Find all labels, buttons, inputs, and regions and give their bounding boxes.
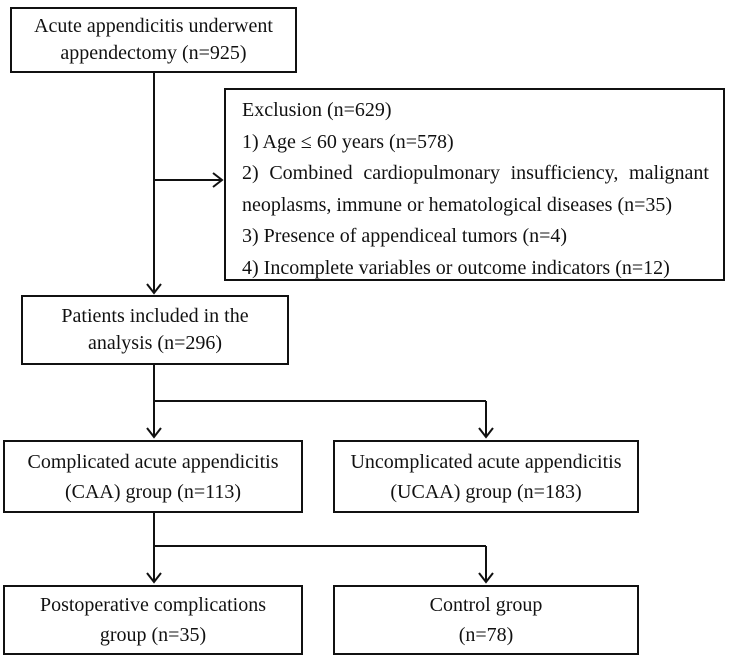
node-appendectomy-line1: Acute appendicitis underwent xyxy=(34,15,273,37)
node-postop-line2: group (n=35) xyxy=(99,624,207,646)
node-ucaa-group: Uncomplicated acute appendicitis (UCAA) … xyxy=(333,440,639,513)
node-included-line2: analysis (n=296) xyxy=(87,332,223,354)
node-ucaa-line2: (UCAA) group (n=183) xyxy=(390,480,582,503)
node-exclusion: Exclusion (n=629) 1) Age ≤ 60 years (n=5… xyxy=(224,88,725,281)
node-ucaa-line1: Uncomplicated acute appendicitis xyxy=(350,450,622,473)
node-postop-group: Postoperative complications group (n=35) xyxy=(3,585,303,655)
exclusion-item-2: 2) Combined cardiopulmonary insufficienc… xyxy=(242,162,709,216)
node-appendectomy: Acute appendicitis underwent appendectom… xyxy=(10,7,297,73)
node-control-line2: (n=78) xyxy=(458,624,514,646)
exclusion-title: Exclusion (n=629) xyxy=(242,99,392,121)
node-postop-line1: Postoperative complications xyxy=(39,594,267,616)
node-caa-line1: Complicated acute appendicitis xyxy=(27,450,279,473)
node-included-line1: Patients included in the xyxy=(61,305,249,327)
node-included: Patients included in the analysis (n=296… xyxy=(21,295,289,365)
node-control-group: Control group (n=78) xyxy=(333,585,639,655)
node-caa-group: Complicated acute appendicitis (CAA) gro… xyxy=(3,440,303,513)
exclusion-item-3: 3) Presence of appendiceal tumors (n=4) xyxy=(242,225,568,248)
node-caa-line2: (CAA) group (n=113) xyxy=(64,480,242,503)
node-control-line1: Control group xyxy=(429,594,543,616)
exclusion-item-1: 1) Age ≤ 60 years (n=578) xyxy=(242,130,454,153)
node-appendectomy-line2: appendectomy (n=925) xyxy=(60,42,247,64)
exclusion-item-4: 4) Incomplete variables or outcome indic… xyxy=(242,256,670,279)
